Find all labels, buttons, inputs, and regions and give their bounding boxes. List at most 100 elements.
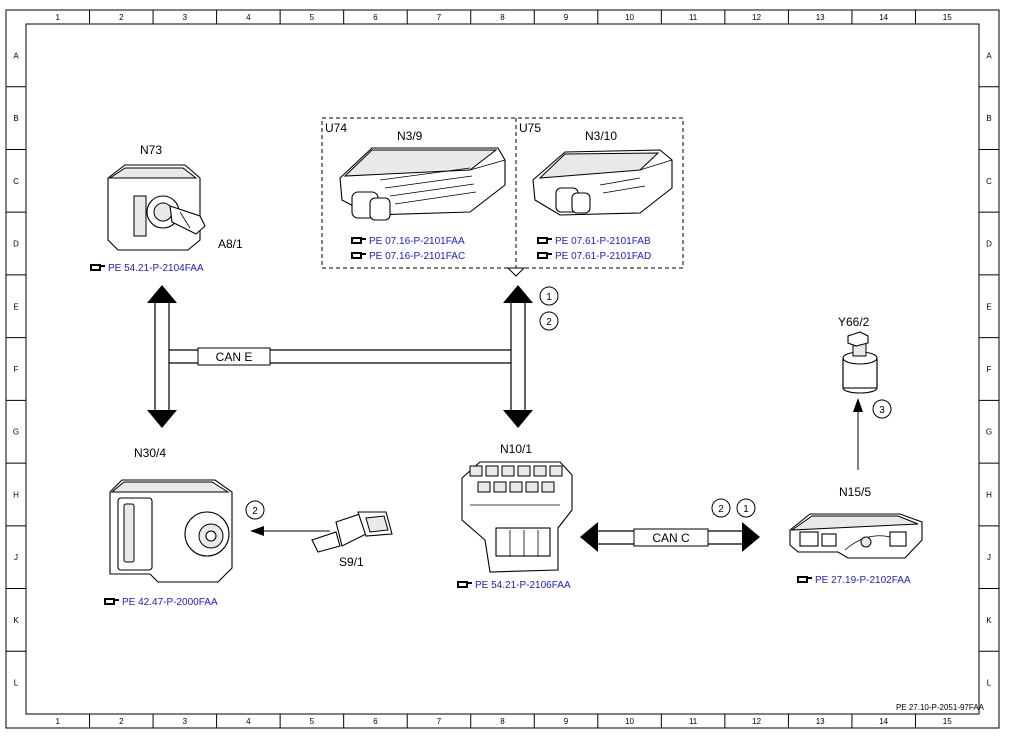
n15-5-ref[interactable]: PE 27.19-P-2102FAA: [815, 575, 911, 586]
selector-lever-module-n15-5: [789, 513, 923, 559]
outer-frame: [5, 9, 1000, 729]
grid-row-label: A: [986, 51, 992, 60]
grid-row-label: B: [986, 114, 991, 123]
grid-row-label: K: [13, 616, 19, 625]
n10-1-label: N10/1: [500, 442, 532, 456]
pointing-hand-icon: [351, 252, 366, 259]
n73-ref[interactable]: PE 54.21-P-2104FAA: [108, 263, 204, 274]
pointing-hand-icon: [351, 237, 366, 244]
can-e-bus: [147, 285, 533, 428]
grid-column-label: 10: [625, 717, 634, 726]
pointing-hand-icon: [797, 576, 812, 583]
y66-2-label: Y66/2: [838, 315, 870, 329]
grid-column-label: 11: [689, 13, 698, 22]
grid-row-label: G: [986, 428, 992, 437]
n30-4-ref[interactable]: PE 42.47-P-2000FAA: [122, 597, 218, 608]
marker-circle: [245, 500, 265, 520]
grid-column-label: 11: [689, 717, 698, 726]
pointing-hand-icon: [90, 264, 105, 271]
s9-1-label: S9/1: [339, 555, 364, 569]
grid-column-label: 4: [246, 13, 251, 22]
inner-frame: [25, 23, 980, 715]
u75-label: U75: [519, 121, 541, 135]
grid-row-label: A: [13, 51, 19, 60]
grid-column-label: 14: [879, 13, 888, 22]
grid-row-label: F: [987, 365, 992, 374]
marker-2c: 2: [718, 504, 724, 515]
can-c-label-box: [633, 528, 709, 547]
grid-column-label: 4: [246, 717, 251, 726]
solenoid-y66-2: [842, 331, 878, 394]
u74-ref-2[interactable]: PE 07.16-P-2101FAC: [369, 251, 465, 262]
grid-row-label: H: [986, 490, 992, 499]
engine-control-unit-n3-10: [532, 149, 673, 216]
grid-column-label: 5: [310, 717, 315, 726]
grid-column-label: 5: [310, 13, 315, 22]
arrow-down-n10-1: [503, 410, 533, 428]
engine-control-unit-n3-9: [339, 147, 506, 221]
marker-2: 2: [546, 317, 552, 328]
marker-circle: [539, 286, 559, 306]
grid-column-label: 12: [752, 717, 761, 726]
grid-row-label: C: [986, 177, 992, 186]
n15-5-label: N15/5: [839, 485, 871, 499]
sam-control-unit-n10-1: [461, 461, 573, 573]
grid-column-label: 1: [56, 717, 61, 726]
can-e-label: CAN E: [216, 350, 253, 364]
grid-column-label: 6: [373, 13, 378, 22]
arrow-up-n73: [147, 285, 177, 303]
grid-ticks: [6, 10, 999, 728]
n3-9-label: N3/9: [397, 129, 423, 143]
marker-circle: [539, 311, 559, 331]
grid-column-label: 3: [183, 717, 188, 726]
a8-1-label: A8/1: [218, 237, 243, 251]
grid-column-label: 3: [183, 13, 188, 22]
grid-row-label: K: [986, 616, 992, 625]
u74-ref-1[interactable]: PE 07.16-P-2101FAA: [369, 236, 465, 247]
marker-1: 1: [546, 292, 552, 303]
grid-row-label: H: [13, 490, 19, 499]
grid-column-label: 9: [564, 13, 569, 22]
pointing-hand-icon: [537, 237, 552, 244]
group-pointer: [506, 267, 526, 277]
grid-column-label: 6: [373, 717, 378, 726]
grid-column-label: 15: [943, 13, 952, 22]
u75-ref-2[interactable]: PE 07.61-P-2101FAD: [555, 251, 651, 262]
marker-circle: [872, 399, 892, 419]
grid-row-label: L: [14, 679, 19, 688]
grid-row-label: E: [13, 302, 18, 311]
n73-label: N73: [140, 143, 162, 157]
grid-column-label: 9: [564, 717, 569, 726]
grid-column-label: 7: [437, 13, 442, 22]
u75-ref-1[interactable]: PE 07.61-P-2101FAB: [555, 236, 651, 247]
grid-column-label: 12: [752, 13, 761, 22]
grid-column-label: 10: [625, 13, 634, 22]
grid-row-label: C: [13, 177, 19, 186]
can-e-label-box: [197, 347, 271, 366]
can-c-bus: [580, 522, 760, 552]
n3-10-label: N3/10: [585, 129, 617, 143]
document-code: PE 27.10-P-2051-97FAA: [896, 703, 985, 712]
grid-row-label: E: [986, 302, 991, 311]
grid-column-label: 7: [437, 717, 442, 726]
grid-row-label: J: [987, 553, 991, 562]
grid-column-label: 8: [500, 717, 505, 726]
marker-2b: 2: [252, 506, 258, 517]
arrow-left-n10-1: [580, 522, 598, 552]
grid-column-label: 15: [943, 717, 952, 726]
ignition-switch-n73: [107, 164, 206, 251]
grid-column-label: 2: [119, 717, 124, 726]
grid-row-label: D: [13, 240, 19, 249]
grid-column-label: 1: [56, 13, 61, 22]
grid-column-label: 13: [816, 717, 825, 726]
grid-row-label: B: [13, 114, 18, 123]
grid-column-label: 8: [500, 13, 505, 22]
n10-1-ref[interactable]: PE 54.21-P-2106FAA: [475, 580, 571, 591]
esp-control-unit-n30-4: [109, 479, 233, 583]
pointing-hand-icon: [457, 581, 472, 588]
marker-circle: [736, 498, 756, 518]
grid-column-label: 2: [119, 13, 124, 22]
brake-light-switch-s9-1: [311, 511, 393, 553]
pointing-hand-icon: [537, 252, 552, 259]
